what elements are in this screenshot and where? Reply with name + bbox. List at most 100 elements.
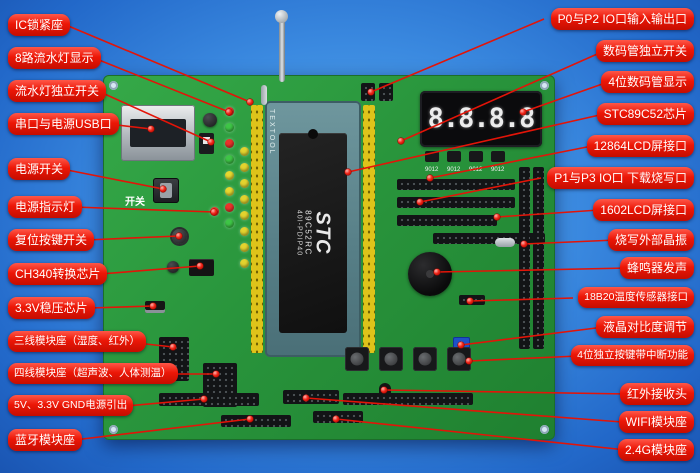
led [240,147,249,156]
label-wifi-socket: WIFI模块座 [618,411,694,433]
usb-port [121,105,195,161]
reset-button [172,229,187,244]
capacitor [203,113,217,127]
label-reset-switch: 复位按键开关 [8,229,95,251]
digit-switch [469,151,483,162]
led [240,163,249,172]
label-1602-lcd: 1602LCD屏接口 [593,199,694,221]
label-buzzer: 蜂鸣器发声 [619,257,694,279]
label-ldo-3v3: 3.3V稳压芯片 [8,297,95,319]
wifi-socket [283,390,339,404]
display-digits: 8.8.8.8 [427,103,536,134]
label-ic-lock-socket: IC锁紧座 [8,14,71,36]
pin-header-strip [363,105,375,353]
ch340-chip [189,259,214,276]
led [240,179,249,188]
label-18b20: 18B20温度传感器接口 [578,287,694,308]
label-lcd-contrast: 液晶对比度调节 [595,316,694,338]
led [225,219,234,228]
external-crystal [495,238,515,247]
buzzer [408,252,452,296]
power-switch-knob [160,183,172,198]
transistor-label: 9012 [491,167,505,173]
buzzer-hole [426,270,434,278]
zif-brand-text: TEXTOOL [268,109,275,156]
pcb-board: 开关 TEXTOO [103,75,555,440]
chip-notch [308,129,318,139]
mount-hole [109,425,118,434]
led [240,243,249,252]
transistor-label: 9012 [469,167,483,173]
led [225,187,234,196]
p2-header [379,83,393,101]
label-ext-crystal: 烧写外部晶振 [607,229,694,251]
label-4keys-interrupt: 4位独立按键带中断功能 [571,345,694,366]
tact-button [447,347,471,371]
led [240,195,249,204]
chip-package-text: 40I-PDIP40 [295,209,302,257]
label-usb-port: 串口与电源USB口 [8,113,119,135]
power-pinout-strip [159,393,259,406]
label-24g-socket: 2.4G模块座 [617,439,694,461]
label-led-switch: 流水灯独立开关 [8,80,107,102]
chip-brand-text: STC [311,211,334,255]
right-header-column [519,167,530,349]
ds18b20-header [459,295,485,305]
tact-button [345,347,369,371]
tact-button [379,347,403,371]
antenna-tip [275,10,288,23]
led [240,227,249,236]
zif-lever [261,85,267,105]
label-ch340: CH340转换芯片 [8,263,108,285]
led [225,171,234,180]
power-switch [153,178,179,203]
pin-header-strip [251,105,263,353]
label-power-indicator: 电源指示灯 [8,196,83,218]
bottom-right-header [343,393,473,405]
antenna [279,18,285,82]
led [240,259,249,268]
digit-switch [425,151,439,162]
ldo-regulator [145,301,165,313]
label-power-pinout: 5V、3.3V GND电源引出 [8,395,134,416]
led [225,123,234,132]
label-ir-receiver: 红外接收头 [619,383,694,405]
label-4wire-socket: 四线模块座（超声波、人体测温） [8,363,178,384]
transistor-label: 9012 [425,167,439,173]
label-stc89c52-chip: STC89C52芯片 [596,103,694,125]
usb-slot [130,119,186,147]
led [225,107,234,116]
power-indicator-led [210,207,219,216]
led [225,155,234,164]
label-bluetooth-socket: 蓝牙模块座 [8,429,83,451]
seven-segment-display: 8.8.8.8 [420,91,542,147]
right-header-column [533,167,544,349]
lcd1602-header [433,233,545,244]
label-p1-p3-io: P1与P3 IO口 下载烧写口 [547,167,694,189]
mcu-chip: STC 89C52RC 40I-PDIP40 [279,129,347,333]
p1-p3-header [397,197,515,208]
led [225,203,234,212]
rf24g-socket [313,411,363,423]
label-led-row-display: 8路流水灯显示 [8,47,101,69]
lcd12864-header [397,179,515,190]
digit-switch [447,151,461,162]
digit-switch [491,151,505,162]
download-header [397,215,497,226]
bluetooth-socket [221,415,291,427]
label-12864-lcd: 12864LCD屏接口 [586,135,694,157]
mount-hole [540,425,549,434]
mount-hole [540,81,549,90]
label-3wire-socket: 三线模块座（湿度、红外） [8,331,146,352]
capacitor [167,261,179,273]
power-switch-silkscreen: 开关 [125,197,145,208]
label-4digit-display: 4位数码管显示 [601,71,694,93]
transistor-label: 9012 [447,167,461,173]
label-p0-p2-io: P0与P2 IO口输入输出口 [550,8,694,30]
chip-model-text: 89C52RC [303,210,313,256]
label-power-switch: 电源开关 [8,158,71,180]
led [240,211,249,220]
tact-button [413,347,437,371]
p0-header [361,83,375,101]
